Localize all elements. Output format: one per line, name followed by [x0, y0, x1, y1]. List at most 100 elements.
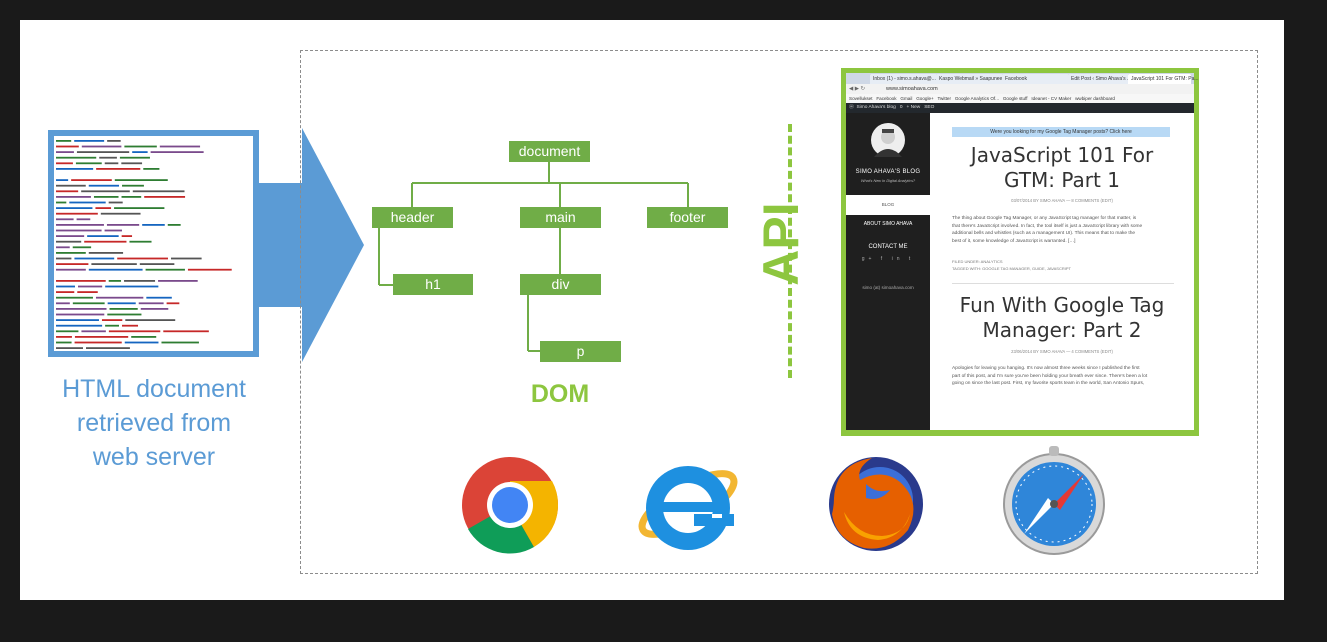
- bookmark[interactable]: Sovellukset: [849, 96, 873, 101]
- blog-title[interactable]: SIMO AHAVA'S BLOG: [855, 169, 921, 175]
- bookmark[interactable]: Google Analytics Of...: [954, 96, 1000, 101]
- code-line-segment: [56, 207, 93, 209]
- code-line-segment: [72, 246, 92, 249]
- dom-node-p: p: [540, 341, 621, 362]
- code-line-segment: [105, 285, 159, 288]
- bookmark[interactable]: Facebook: [876, 96, 897, 101]
- bookmarks-bar: Sovellukset Facebook Gmail Google+ Twitt…: [846, 94, 1194, 103]
- address-bar[interactable]: ◀ ▶ ↻ www.simoahava.com: [846, 84, 1194, 94]
- code-line-segment: [56, 229, 102, 232]
- code-line-segment: [140, 308, 169, 310]
- code-line-segment: [144, 196, 186, 198]
- sidebar-item-about[interactable]: ABOUT SIMO AHAVA: [863, 221, 913, 227]
- code-line-segment: [56, 308, 107, 310]
- post-title-2-line-2[interactable]: Manager: Part 2: [982, 318, 1142, 342]
- bookmark[interactable]: Twitter: [937, 96, 951, 101]
- wp-site-name[interactable]: Simo Ahava's blog: [856, 105, 896, 110]
- code-line-segment: [56, 156, 97, 159]
- code-line-segment: [166, 302, 180, 305]
- code-line-segment: [150, 151, 204, 153]
- browser-tab-strip: Inbox (1) - simo.s.ahava@... Kaspo Webma…: [846, 73, 1199, 84]
- code-line-segment: [104, 162, 119, 165]
- excerpt-line: best of it, some knowledge of JavaScript…: [952, 238, 1076, 244]
- code-line-segment: [56, 268, 86, 271]
- browser-tab[interactable]: Edit Post ‹ Simo Ahava's ...: [1068, 74, 1131, 84]
- code-line-segment: [56, 190, 79, 193]
- blog-content: Were you looking for my Google Tag Manag…: [930, 113, 1194, 430]
- post-filed-under-1: FILED UNDER: ANALYTICS: [952, 259, 1003, 264]
- wordpress-icon[interactable]: ⓦ: [849, 105, 854, 110]
- bookmark[interactable]: Gmail: [900, 96, 913, 101]
- wp-comments-count[interactable]: 0: [899, 105, 903, 110]
- caption-line-2: retrieved from: [76, 409, 232, 437]
- code-line-segment: [56, 324, 103, 327]
- post-title-1-line-2[interactable]: GTM: Part 1: [1004, 168, 1120, 192]
- sidebar-item-blog[interactable]: BLOG: [846, 195, 930, 215]
- code-line-segment: [56, 196, 91, 198]
- code-line-segment: [139, 263, 175, 265]
- code-line-segment: [114, 179, 168, 181]
- excerpt-line: The thing about Google Tag Manager, or a…: [952, 216, 1137, 221]
- dom-node-main: main: [520, 207, 601, 228]
- code-line-segment: [56, 257, 72, 260]
- code-line-segment: [74, 341, 122, 344]
- gtm-notice[interactable]: Were you looking for my Google Tag Manag…: [952, 127, 1170, 137]
- post-title-1-line-1[interactable]: JavaScript 101 For: [970, 143, 1154, 167]
- code-line-segment: [159, 145, 201, 148]
- code-line-segment: [163, 330, 209, 333]
- code-line-segment: [74, 336, 129, 338]
- caption-line-1: HTML document: [62, 375, 246, 403]
- post-meta-2: 23/06/2014 BY SIMO AHAVA — 4 COMMENTS (E…: [1011, 349, 1113, 354]
- dom-node-header: header: [372, 207, 453, 228]
- code-line-segment: [106, 224, 140, 226]
- post-title-2[interactable]: Fun With Google Tag Manager: Part 2: [940, 293, 1184, 343]
- nav-arrows-icon[interactable]: ◀ ▶ ↻: [849, 86, 866, 92]
- code-line-segment: [107, 140, 121, 142]
- code-line-segment: [69, 201, 106, 204]
- bookmark[interactable]: Google+: [916, 96, 934, 101]
- post-title-1[interactable]: JavaScript 101 For GTM: Part 1: [940, 143, 1184, 193]
- wp-seo[interactable]: SEO: [924, 105, 935, 110]
- code-line-segment: [131, 336, 157, 338]
- browser-tab[interactable]: Inbox (1) - simo.s.ahava@...: [870, 74, 937, 84]
- browser-tab[interactable]: Kaspo Webmail » Saapuneet...: [936, 74, 1008, 84]
- code-line-segment: [56, 280, 106, 282]
- code-line-segment: [56, 285, 76, 288]
- bookmark[interactable]: Google stuff: [1002, 96, 1028, 101]
- code-line-segment: [101, 319, 123, 321]
- code-line-segment: [138, 302, 164, 305]
- browser-window: Inbox (1) - simo.s.ahava@... Kaspo Webma…: [846, 73, 1199, 430]
- dom-label: DOM: [530, 380, 590, 408]
- excerpt-line: Apologies for leaving you hanging. It's …: [952, 366, 1140, 371]
- code-line-segment: [56, 291, 75, 293]
- code-line-segment: [167, 224, 181, 226]
- code-line-segment: [109, 308, 138, 310]
- bookmark[interactable]: wwbiper dashboard: [1075, 96, 1115, 101]
- code-line-segment: [56, 212, 98, 215]
- social-icons[interactable]: g+ f in t: [861, 256, 915, 262]
- code-line-segment: [81, 145, 122, 148]
- code-lines: [56, 140, 232, 349]
- post-divider: [952, 283, 1174, 284]
- code-line-segment: [88, 184, 120, 187]
- post-excerpt-1: The thing about Google Tag Manager, or a…: [952, 215, 1174, 245]
- wp-new[interactable]: + New: [906, 105, 921, 110]
- code-line-segment: [74, 257, 115, 260]
- post-title-2-line-1[interactable]: Fun With Google Tag: [959, 293, 1165, 317]
- code-line-segment: [158, 280, 198, 282]
- code-line-segment: [91, 263, 137, 265]
- post-meta-1: 03/07/2014 BY SIMO AHAVA — 8 COMMENTS (E…: [1011, 198, 1113, 203]
- api-divider: [788, 124, 792, 378]
- contact-email[interactable]: simo (at) simoahava.com: [862, 285, 914, 290]
- address-url[interactable]: www.simoahava.com: [886, 86, 938, 92]
- browser-tab[interactable]: Facebook: [1002, 74, 1069, 84]
- code-line-segment: [117, 257, 168, 260]
- code-line-segment: [170, 257, 202, 260]
- code-line-segment: [161, 341, 199, 344]
- code-line-segment: [56, 179, 69, 181]
- code-line-segment: [121, 324, 139, 327]
- browser-tab-active[interactable]: JavaScript 101 For GTM: Pa...: [1128, 74, 1199, 84]
- code-line-segment: [145, 268, 185, 271]
- bookmark[interactable]: Ideanet - CV Maker: [1031, 96, 1072, 101]
